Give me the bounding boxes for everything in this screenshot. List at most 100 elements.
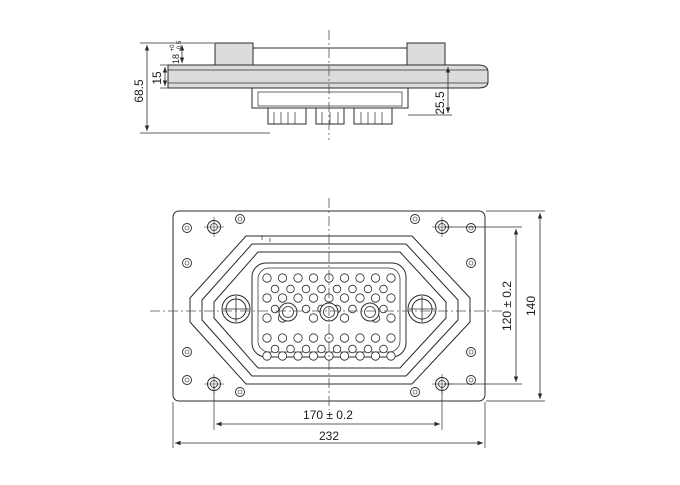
top-body (252, 47, 408, 66)
housing-outline-mid (201, 243, 459, 377)
contact-pin (379, 344, 388, 354)
contact-pin (317, 344, 326, 354)
contact-pin (301, 304, 311, 314)
mounting-holes (182, 214, 476, 397)
contact-pin (348, 304, 357, 314)
contact-pin (293, 333, 303, 343)
small-screw (466, 375, 476, 385)
contact-pin (363, 284, 373, 294)
small-screw (235, 387, 245, 397)
contact-pin (339, 313, 350, 323)
front-view-dimensions (172, 210, 545, 448)
contact-pin (355, 333, 365, 343)
contact-pin (379, 284, 388, 294)
top-boss-left (214, 42, 254, 66)
small-screw (235, 214, 245, 224)
contact-pin (355, 351, 365, 361)
small-screw-inner (412, 389, 418, 395)
small-screw (182, 347, 192, 357)
contact-pin (262, 273, 272, 283)
small-screw-inner (468, 225, 474, 231)
contact-pin (386, 333, 396, 343)
contact-pin (370, 333, 381, 343)
contact-pin (308, 293, 319, 303)
contact-pin (301, 344, 311, 354)
contact-pin (348, 284, 357, 294)
contact-pin (339, 293, 350, 303)
dim-body-height: 25.5 (433, 91, 447, 115)
contact-pin (339, 333, 350, 343)
contact-pin (277, 351, 288, 361)
dim-overall-width: 232 (319, 429, 339, 443)
small-screw (182, 375, 192, 385)
contact-pin (370, 293, 381, 303)
small-screw (466, 347, 476, 357)
front-centerlines (150, 198, 505, 410)
lower-body (251, 87, 409, 109)
contact-pin (308, 273, 319, 283)
pin-block-right (353, 107, 393, 125)
small-screw-inner (412, 216, 418, 222)
power-contact-inner (364, 306, 376, 318)
small-screw-inner (237, 216, 243, 222)
contact-pin (277, 273, 288, 283)
small-screw (466, 258, 476, 268)
small-screw-inner (184, 225, 190, 231)
contact-pin (301, 284, 311, 294)
dim-overall-height-front: 140 (524, 296, 538, 316)
contact-pin (308, 313, 319, 323)
contact-pin (293, 273, 303, 283)
contact-pin (386, 293, 396, 303)
side-view-dimensions (140, 42, 452, 134)
contact-pin (332, 344, 342, 354)
contact-pin (355, 293, 365, 303)
small-screw (182, 223, 192, 233)
contact-pin (262, 313, 272, 323)
small-screw-inner (184, 349, 190, 355)
contact-pin (386, 273, 396, 283)
dim-overall-height-side: 68.5 (132, 79, 146, 103)
contact-pin (262, 333, 272, 343)
contact-pin (370, 273, 381, 283)
small-screw-inner (184, 377, 190, 383)
power-contact-inner (282, 306, 294, 318)
contact-pin (339, 351, 350, 361)
contact-pin (262, 293, 272, 303)
contact-pin (355, 273, 365, 283)
housing-outline-inner (213, 251, 447, 369)
contact-pin (339, 273, 350, 283)
contact-pin (277, 333, 288, 343)
contact-pin (270, 284, 280, 294)
dim-top-tolerance-lower: -0.5 (177, 40, 183, 51)
small-screw (466, 223, 476, 233)
contact-pins (262, 273, 396, 361)
contact-pin (286, 284, 295, 294)
small-screw-inner (468, 377, 474, 383)
contact-pin (308, 351, 319, 361)
contact-pin (370, 351, 381, 361)
small-screw (410, 387, 420, 397)
small-screw-inner (237, 389, 243, 395)
contact-pin (379, 304, 388, 314)
small-screw (182, 258, 192, 268)
power-contact (278, 302, 298, 322)
housing-outline-outer (189, 235, 471, 385)
contact-pin (348, 344, 357, 354)
contact-pin (332, 284, 342, 294)
small-screw-inner (468, 260, 474, 266)
contact-pin (270, 344, 280, 354)
contact-pin (262, 351, 272, 361)
small-screw-inner (184, 260, 190, 266)
contact-pin (277, 293, 288, 303)
contact-pin (317, 284, 326, 294)
contact-pin (293, 351, 303, 361)
power-contact (360, 302, 380, 322)
pin-block-left (267, 107, 307, 125)
contact-pin (286, 344, 295, 354)
flange-plate (167, 64, 489, 89)
contact-pin (308, 333, 319, 343)
contact-pin (386, 313, 396, 323)
dim-hole-spacing-horizontal: 170 ± 0.2 (303, 408, 353, 422)
contact-pin (270, 304, 280, 314)
dim-flange-thickness: 15 (150, 71, 164, 85)
